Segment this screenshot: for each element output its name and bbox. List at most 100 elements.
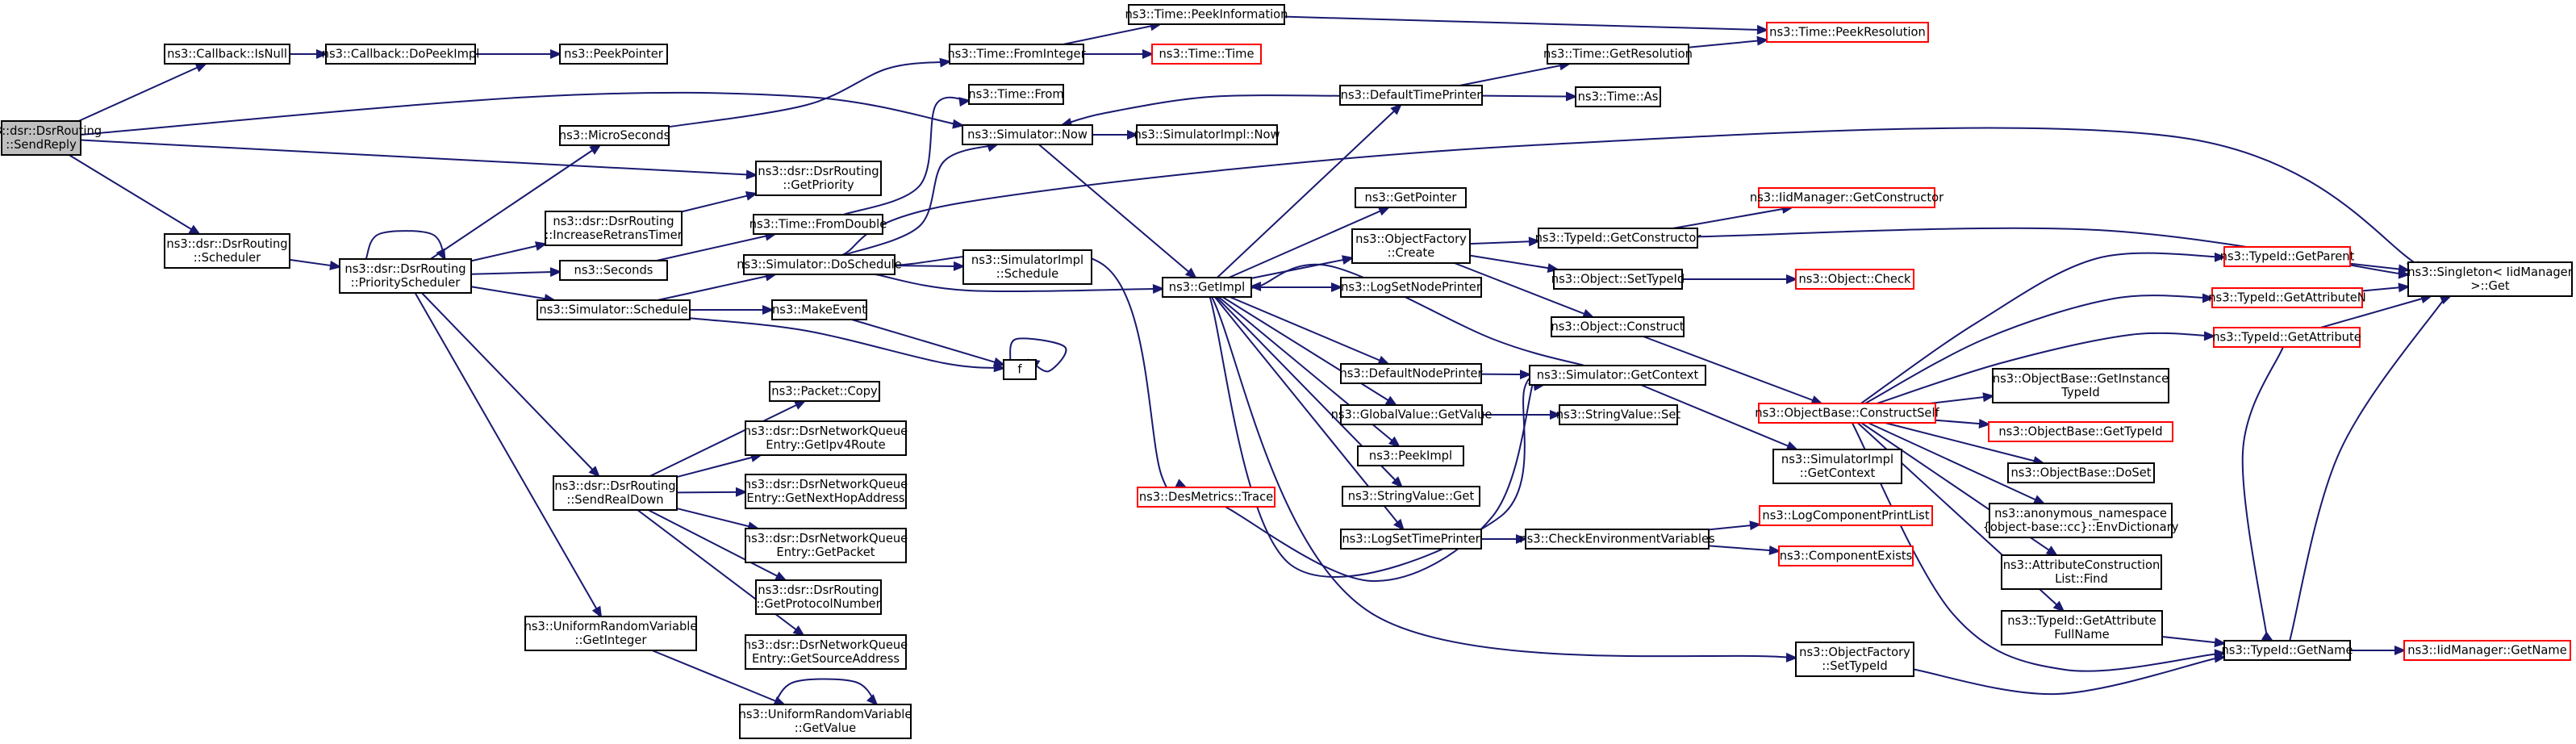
- node-f[interactable]: f: [1003, 359, 1037, 380]
- node-callback-isnull[interactable]: ns3::Callback::IsNull: [164, 44, 290, 65]
- node-label: ns3::Callback::DoPeekImpl: [322, 48, 480, 61]
- node-objbase-gettypeid[interactable]: ns3::ObjectBase::GetTypeId: [1988, 421, 2173, 442]
- node-peekpointer[interactable]: ns3::PeekPointer: [559, 44, 668, 65]
- node-dsr-getprotocolnumber[interactable]: ns3::dsr::DsrRouting::GetProtocolNumber: [755, 579, 882, 615]
- edge-time_frominteger-to-time_peekinformation: [1063, 21, 1163, 45]
- node-logsettimeprinter[interactable]: ns3::LogSetTimePrinter: [1340, 529, 1482, 550]
- node-makeevent[interactable]: ns3::MakeEvent: [771, 299, 867, 320]
- arrowhead-icon: [1377, 206, 1391, 216]
- arrowhead-icon: [1331, 282, 1343, 292]
- node-object-settypeid[interactable]: ns3::Object::SetTypeId: [1551, 269, 1685, 290]
- node-typeid-getname[interactable]: ns3::TypeId::GetName: [2222, 640, 2353, 661]
- node-simimpl-schedule[interactable]: ns3::SimulatorImpl::Schedule: [962, 249, 1092, 285]
- edge-line: [648, 509, 786, 581]
- node-object-construct[interactable]: ns3::Object::Construct: [1551, 316, 1685, 337]
- node-typeid-getconstructor[interactable]: ns3::TypeId::GetConstructor: [1535, 228, 1702, 249]
- node-nqe-getpacket[interactable]: ns3::dsr::DsrNetworkQueueEntry::GetPacke…: [744, 528, 908, 563]
- node-nqe-getsourceaddress[interactable]: ns3::dsr::DsrNetworkQueueEntry::GetSourc…: [744, 634, 908, 670]
- node-getpointer[interactable]: ns3::GetPointer: [1355, 187, 1467, 208]
- node-singleton-get[interactable]: ns3::Singleton< IidManager >::Get: [2407, 261, 2574, 297]
- node-getimpl[interactable]: ns3::GetImpl: [1162, 277, 1252, 298]
- node-box: [745, 420, 907, 456]
- node-sim-getcontext[interactable]: ns3::Simulator::GetContext: [1529, 365, 1706, 386]
- edge-object_settypeid-to-object_check: [1682, 274, 1798, 284]
- node-stringvalue-get[interactable]: ns3::StringValue::Get: [1342, 486, 1480, 507]
- node-time-as[interactable]: ns3::Time::As: [1575, 86, 1661, 107]
- node-logsetnodeprinter[interactable]: ns3::LogSetNodePrinter: [1340, 277, 1482, 298]
- node-label: ns3::Time::FromInteger: [947, 48, 1086, 61]
- arrowhead-icon: [1566, 91, 1578, 102]
- node-time-getresolution[interactable]: ns3::Time::GetResolution: [1543, 44, 1693, 65]
- node-objfactory-create[interactable]: ns3::ObjectFactory::Create: [1351, 228, 1471, 264]
- node-componentexists[interactable]: ns3::ComponentExists: [1778, 545, 1914, 566]
- node-dsr-increaseretranstimer[interactable]: ns3::dsr::DsrRouting::IncreaseRetransTim…: [545, 211, 683, 246]
- node-seconds[interactable]: ns3::Seconds: [559, 260, 668, 281]
- node-time-peekinformation[interactable]: ns3::Time::PeekInformation: [1125, 4, 1288, 25]
- arrowhead-icon: [2045, 545, 2059, 557]
- node-typeid-getparent[interactable]: ns3::TypeId::GetParent: [2220, 246, 2355, 267]
- node-anon-envdictionary[interactable]: ns3::anonymous_namespace{object-base::cc…: [1983, 503, 2179, 538]
- node-callback-dopeekimpl[interactable]: ns3::Callback::DoPeekImpl: [322, 44, 480, 65]
- edge-line: [1211, 296, 1825, 662]
- node-time-fromdouble[interactable]: ns3::Time::FromDouble: [749, 214, 887, 235]
- edge-sim_now-to-getimpl: [1037, 144, 1197, 279]
- node-nqe-getipv4route[interactable]: ns3::dsr::DsrNetworkQueueEntry::GetIpv4R…: [744, 420, 908, 456]
- node-logcomponentprintlist[interactable]: ns3::LogComponentPrintList: [1759, 505, 1933, 526]
- node-label: ns3::SimulatorImpl: [971, 253, 1083, 267]
- node-box: [2001, 554, 2162, 590]
- arrowhead-icon: [1982, 392, 1995, 403]
- node-defaulttimeprinter[interactable]: ns3::DefaultTimePrinter: [1339, 85, 1483, 106]
- node-objbase-constructself[interactable]: ns3::ObjectBase::ConstructSelf: [1755, 403, 1940, 424]
- arrowhead-icon: [2052, 600, 2065, 612]
- node-label: ::IncreaseRetransTimer: [545, 228, 683, 242]
- node-globalvalue-getvalue[interactable]: ns3::GlobalValue::GetValue: [1331, 404, 1493, 425]
- node-object-check[interactable]: ns3::Object::Check: [1795, 269, 1914, 290]
- node-checkenvvars[interactable]: ns3::CheckEnvironmentVariables: [1519, 529, 1715, 550]
- node-sim-now[interactable]: ns3::Simulator::Now: [962, 124, 1093, 145]
- node-label: ns3::Time::PeekResolution: [1769, 26, 1926, 40]
- node-packet-copy[interactable]: ns3::Packet::Copy: [769, 381, 880, 402]
- arrowhead-icon: [1388, 436, 1401, 448]
- node-iidmanager-getconstructor[interactable]: ns3::IidManager::GetConstructor: [1750, 187, 1944, 208]
- node-label: {object-base::cc}::EnvDictionary: [1983, 520, 2179, 534]
- node-label: List::Find: [2055, 572, 2108, 586]
- node-microseconds[interactable]: ns3::MicroSeconds: [559, 125, 670, 146]
- node-label: ::Create: [1388, 246, 1435, 260]
- node-defaultnodeprinter[interactable]: ns3::DefaultNodePrinter: [1339, 363, 1483, 384]
- node-box: [745, 528, 907, 563]
- node-dsr-getpriority[interactable]: ns3::dsr::DsrRouting::GetPriority: [755, 161, 882, 196]
- node-time-peekresolution[interactable]: ns3::Time::PeekResolution: [1766, 22, 1929, 43]
- node-label: ns3::ObjectFactory: [1799, 646, 1910, 659]
- arrowhead-icon: [745, 190, 758, 201]
- edge-line: [843, 96, 970, 215]
- node-box: [164, 44, 290, 65]
- node-simimpl-now[interactable]: ns3::SimulatorImpl::Now: [1134, 124, 1280, 145]
- node-simimpl-getcontext[interactable]: ns3::SimulatorImpl::GetContext: [1772, 449, 1902, 484]
- node-peekimpl[interactable]: ns3::PeekImpl: [1357, 445, 1464, 466]
- node-box: [1136, 124, 1278, 145]
- node-box: [2001, 610, 2163, 646]
- node-desmetrics-trace[interactable]: ns3::DesMetrics::Trace: [1137, 487, 1275, 508]
- node-box: [1551, 316, 1685, 337]
- node-time-frominteger[interactable]: ns3::Time::FromInteger: [947, 44, 1087, 65]
- node-sim-schedule[interactable]: ns3::Simulator::Schedule: [536, 299, 691, 320]
- node-dsr-priorityscheduler[interactable]: ns3::dsr::DsrRouting::PriorityScheduler: [339, 258, 472, 294]
- node-urv-getvalue[interactable]: ns3::UniformRandomVariable::GetValue: [739, 704, 912, 739]
- node-objbase-doset[interactable]: ns3::ObjectBase::DoSet: [2007, 462, 2155, 483]
- node-sim-doschedule[interactable]: ns3::Simulator::DoSchedule: [737, 254, 902, 275]
- node-dsr-scheduler[interactable]: ns3::dsr::DsrRouting::Scheduler: [164, 233, 290, 269]
- node-dsr-sendrealdown[interactable]: ns3::dsr::DsrRouting::SendRealDown: [553, 475, 678, 511]
- node-nqe-getnexthop[interactable]: ns3::dsr::DsrNetworkQueueEntry::GetNextH…: [744, 474, 908, 509]
- node-stringvalue-set[interactable]: ns3::StringValue::Set: [1556, 404, 1681, 425]
- node-time-time[interactable]: ns3::Time::Time: [1151, 44, 1262, 65]
- node-typeid-getattribute[interactable]: ns3::TypeId::GetAttribute: [2212, 327, 2361, 348]
- node-typeid-getattributen[interactable]: ns3::TypeId::GetAttributeN: [2208, 287, 2366, 308]
- node-time-from[interactable]: ns3::Time::From: [968, 84, 1064, 105]
- node-objfactory-settypeid[interactable]: ns3::ObjectFactory::SetTypeId: [1795, 642, 1914, 677]
- node-urv-getinteger[interactable]: ns3::UniformRandomVariable::GetInteger: [524, 616, 698, 651]
- node-iidmanager-getname[interactable]: ns3::IidManager::GetName: [2403, 640, 2571, 661]
- edge-line: [681, 192, 757, 213]
